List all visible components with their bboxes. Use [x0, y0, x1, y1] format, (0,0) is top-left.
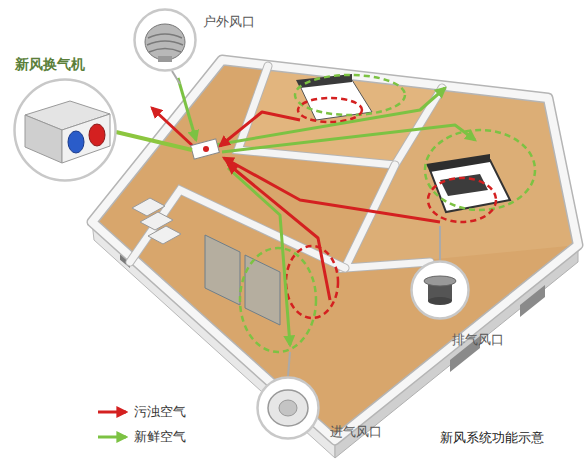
- stale-air-loop: [428, 178, 496, 222]
- legend-entry: 新鲜空气: [134, 429, 186, 445]
- callout-circle-shape: [412, 262, 469, 319]
- callout-label: 户外风口: [203, 14, 255, 30]
- stale-air-duct: [228, 164, 330, 300]
- floor: [92, 60, 578, 440]
- fresh-air-loop: [295, 75, 405, 115]
- outdoor-vent-slats: [147, 34, 183, 52]
- stale-air-duct: [220, 112, 300, 146]
- fresh-air-duct: [222, 125, 475, 152]
- legend-text: 污浊空气: [134, 404, 186, 419]
- ventilator-port: [203, 146, 209, 152]
- exhaust-vent-top: [424, 276, 456, 286]
- machine-port-red: [89, 124, 105, 146]
- bed-headboard: [296, 74, 352, 88]
- callout-circle: 户外风口: [133, 8, 197, 72]
- fresh-air-duct: [178, 78, 196, 140]
- legend-entry: 污浊空气: [134, 404, 186, 420]
- machine-top: [25, 101, 110, 130]
- fresh-air-loop: [425, 130, 535, 210]
- callout-outline: [256, 376, 320, 440]
- interior-wall: [238, 66, 442, 165]
- leader-line: [116, 132, 192, 150]
- exhaust-vent-body: [428, 281, 452, 301]
- fresh-air-loop: [240, 248, 316, 352]
- outdoor-vent-pipe: [158, 56, 172, 62]
- outer-wall-edge: [92, 60, 578, 440]
- exhaust-vent-bottom: [428, 297, 452, 305]
- legend-text: 新鲜空气: [134, 429, 186, 444]
- intake-vent-disc: [268, 390, 308, 426]
- bed-headboard: [426, 154, 490, 172]
- fresh-air-duct: [215, 88, 445, 145]
- stale-air-loop: [298, 98, 362, 122]
- stair-step: [148, 226, 181, 244]
- callout-label: 新风换气机: [15, 56, 85, 72]
- glass-door: [245, 255, 280, 325]
- callout-outline: [13, 78, 117, 182]
- machine-front: [62, 114, 110, 163]
- callout-circle: 新风换气机: [13, 78, 117, 182]
- callout-circle: 排气风口: [410, 260, 470, 320]
- callout-label: 排气风口: [452, 332, 504, 348]
- outer-wall: [92, 60, 578, 440]
- callout-outline: [410, 260, 470, 320]
- stale-air-duct: [224, 158, 440, 222]
- legend-arrow: [98, 411, 126, 414]
- callout-circle: 进气风口: [256, 376, 320, 440]
- outdoor-vent-hood: [145, 24, 185, 60]
- leader-line: [288, 352, 290, 376]
- callout-circle-shape: [15, 80, 116, 181]
- fresh-air-duct: [228, 168, 290, 345]
- callout-circle-shape: [135, 10, 196, 71]
- machine-port-blue: [68, 131, 84, 153]
- interior-wall-edge: [238, 66, 442, 165]
- leader-line: [439, 226, 441, 260]
- stale-air-loop: [286, 246, 338, 318]
- legend-arrow: [98, 436, 126, 439]
- glass-door: [205, 235, 240, 305]
- callout-outline: [133, 8, 197, 72]
- machine-side: [25, 115, 62, 163]
- interior-wall: [345, 165, 430, 268]
- leader-line: [172, 71, 180, 84]
- intake-vent-core: [279, 400, 297, 416]
- callout-circle-shape: [258, 378, 319, 439]
- ventilator-unit: [191, 139, 220, 159]
- caption: 新风系统功能示意: [440, 430, 544, 446]
- callout-label: 进气风口: [330, 424, 382, 440]
- interior-wall-edge: [345, 165, 430, 268]
